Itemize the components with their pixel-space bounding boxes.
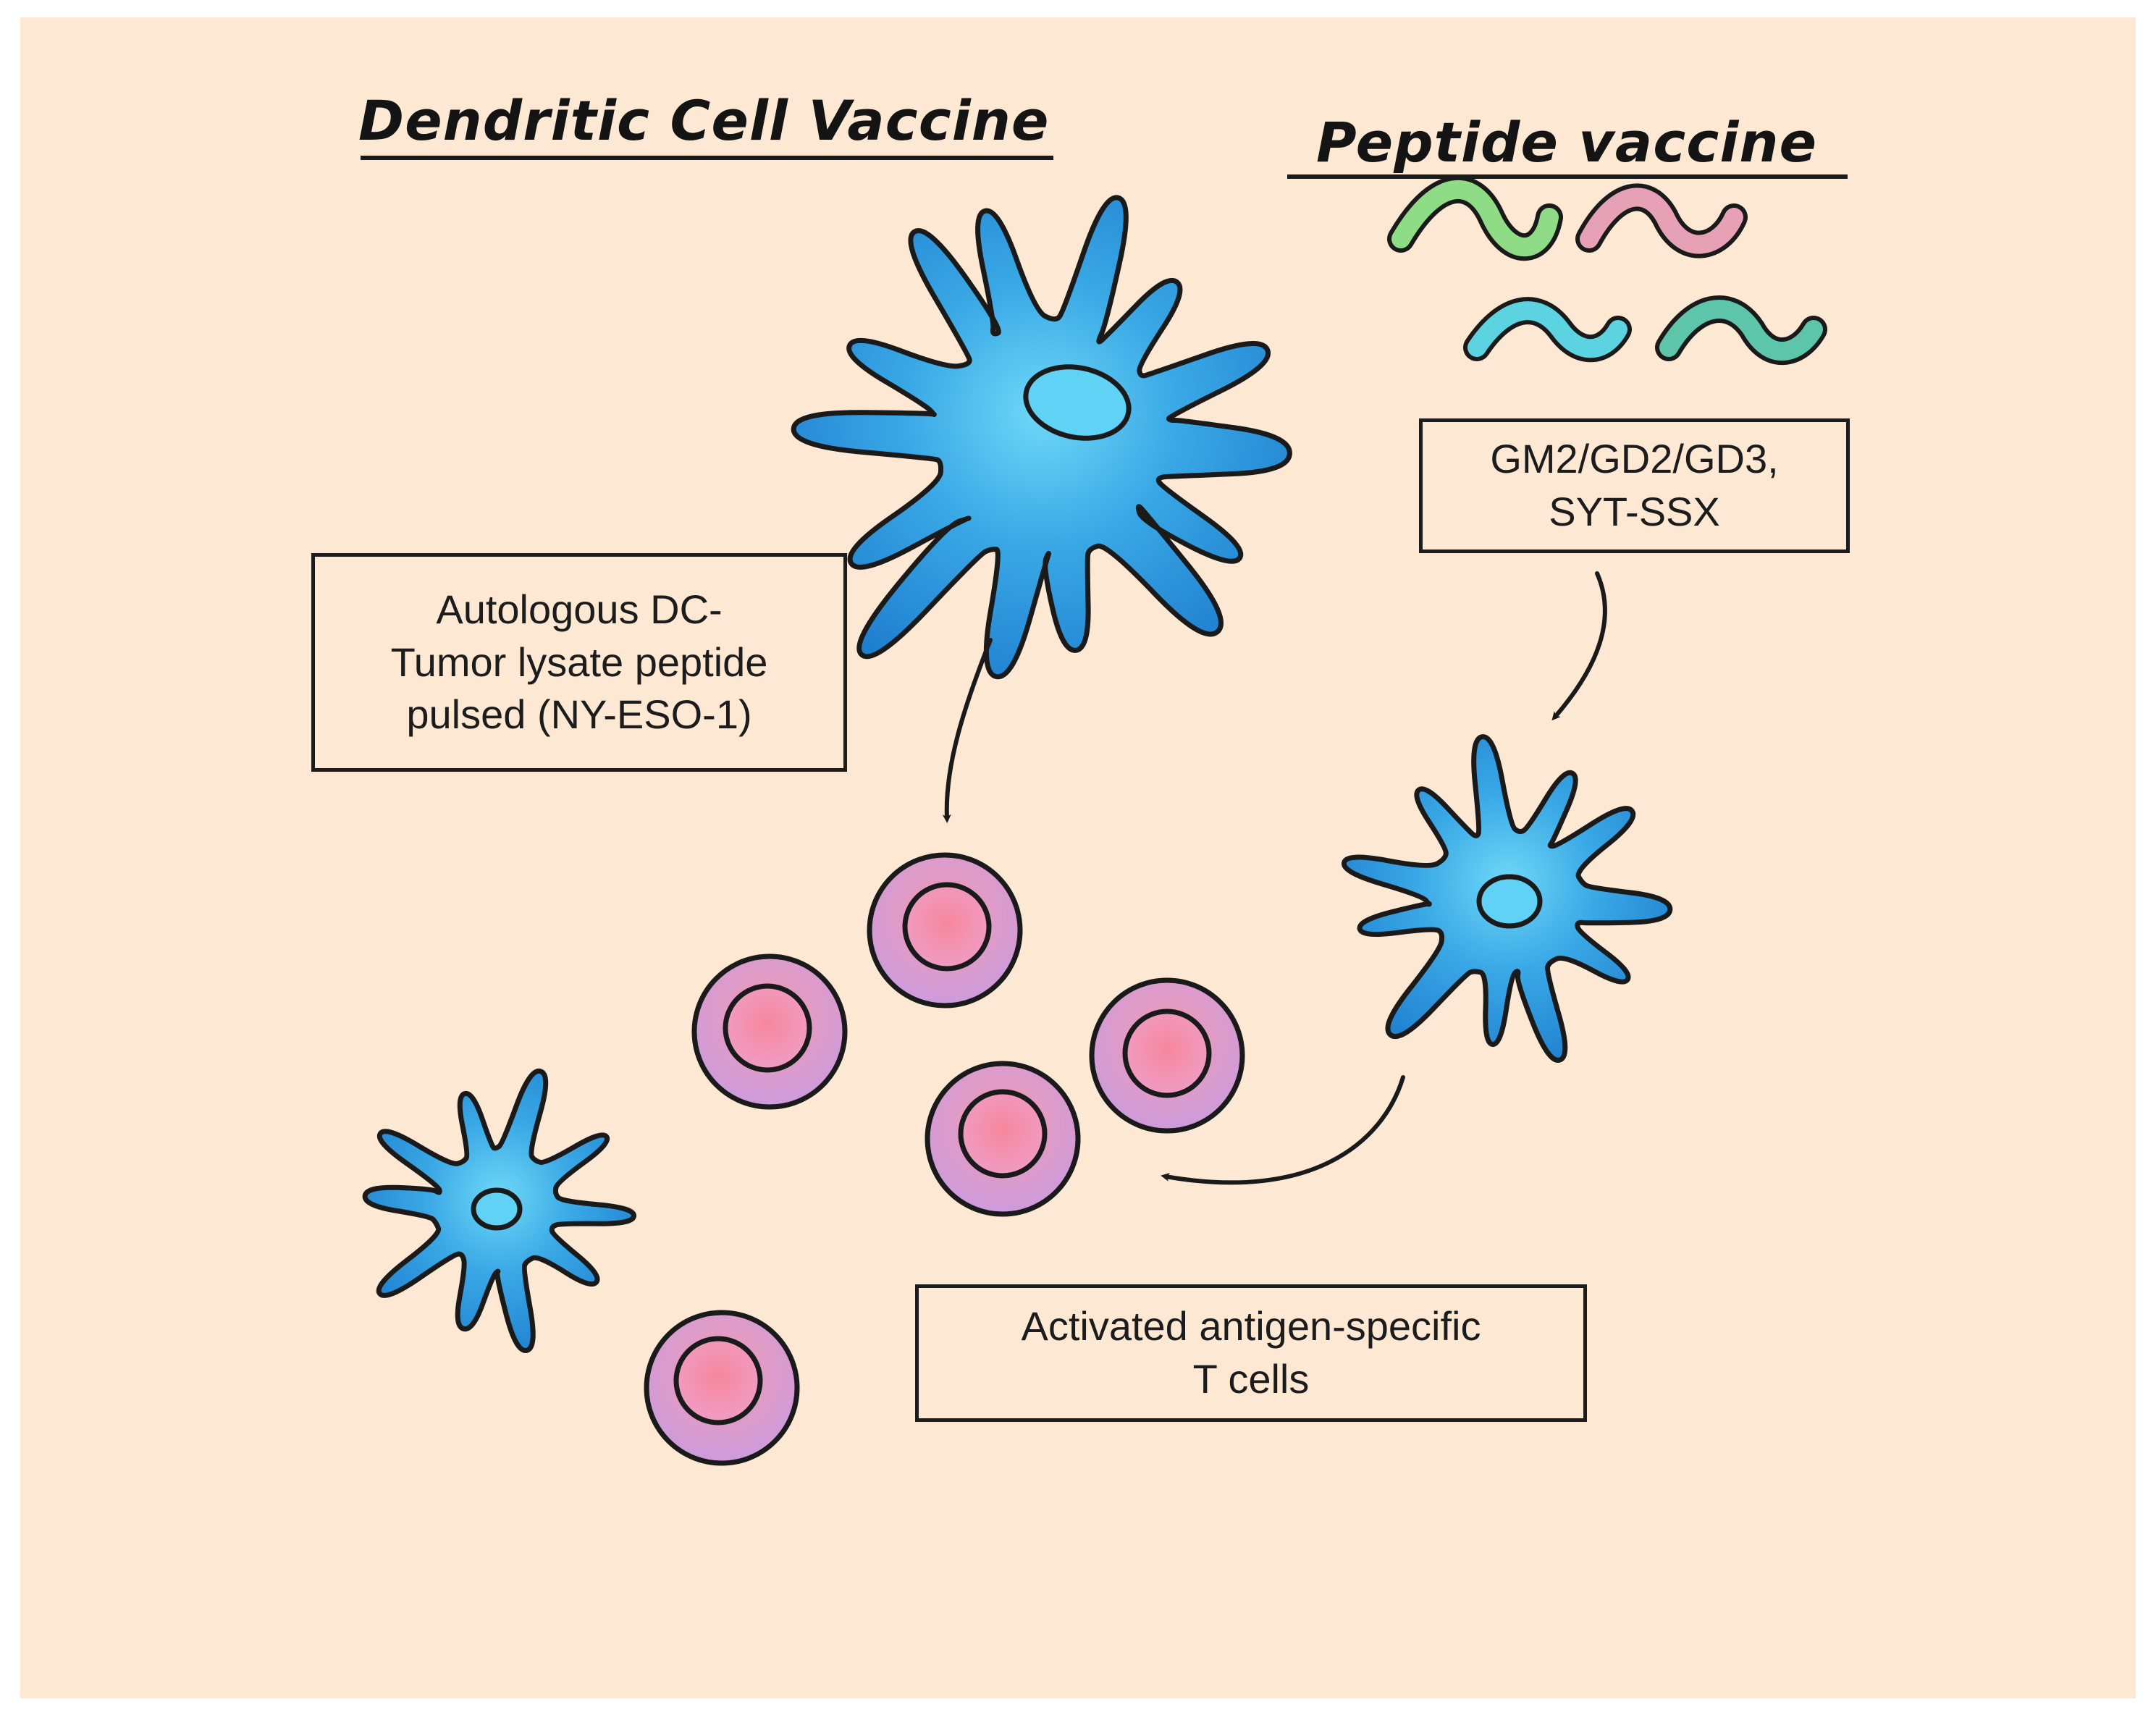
label-line: GM2/GD2/GD3, <box>1490 436 1779 482</box>
label-line: T cells <box>1192 1356 1310 1402</box>
peptide-antigens-label-box: GM2/GD2/GD3, SYT-SSX <box>1419 418 1850 553</box>
peptide-strand-icon <box>1387 175 1563 261</box>
label-line: Tumor lysate peptide <box>390 639 768 685</box>
dendritic-cell-icon <box>362 1068 637 1353</box>
dendritic-cell-nucleus <box>1476 874 1543 929</box>
label-line: pulsed (NY-ESO-1) <box>406 691 752 738</box>
dendritic-cell-icon <box>1342 734 1673 1063</box>
peptide-strand-icon <box>1463 297 1632 363</box>
autologous-dc-label-box: Autologous DC- Tumor lysate peptide puls… <box>311 553 847 772</box>
label-line: Activated antigen-specific <box>1021 1303 1481 1349</box>
t-cell-icon <box>644 1310 800 1466</box>
peptide-vaccine-title: Peptide vaccine <box>1316 110 1818 174</box>
t-cell-icon <box>925 1061 1081 1217</box>
dendritic-cell-nucleus <box>1023 364 1132 441</box>
arrow-icon <box>1161 1075 1405 1185</box>
label-line: SYT-SSX <box>1549 489 1720 534</box>
dendritic-cell-icon <box>791 195 1292 680</box>
t-cell-icon <box>867 852 1023 1009</box>
peptide-strand-icons <box>1387 175 1827 365</box>
peptide-strand-icon <box>1655 295 1827 365</box>
peptide-strand-icon <box>1575 183 1748 258</box>
dendritic-cell-body <box>791 195 1292 680</box>
activated-t-cells-label-box: Activated antigen-specific T cells <box>915 1284 1587 1422</box>
dendritic-cell-nucleus <box>471 1187 523 1231</box>
label-line: Autologous DC- <box>436 586 723 632</box>
t-cell-group <box>644 852 1245 1466</box>
t-cell-icon <box>691 953 848 1110</box>
dendritic-cell-vaccine-title: Dendritic Cell Vaccine <box>358 88 1050 153</box>
arrow-icon <box>942 638 993 823</box>
t-cell-icon <box>1089 977 1245 1134</box>
arrow-icon <box>1551 571 1607 721</box>
